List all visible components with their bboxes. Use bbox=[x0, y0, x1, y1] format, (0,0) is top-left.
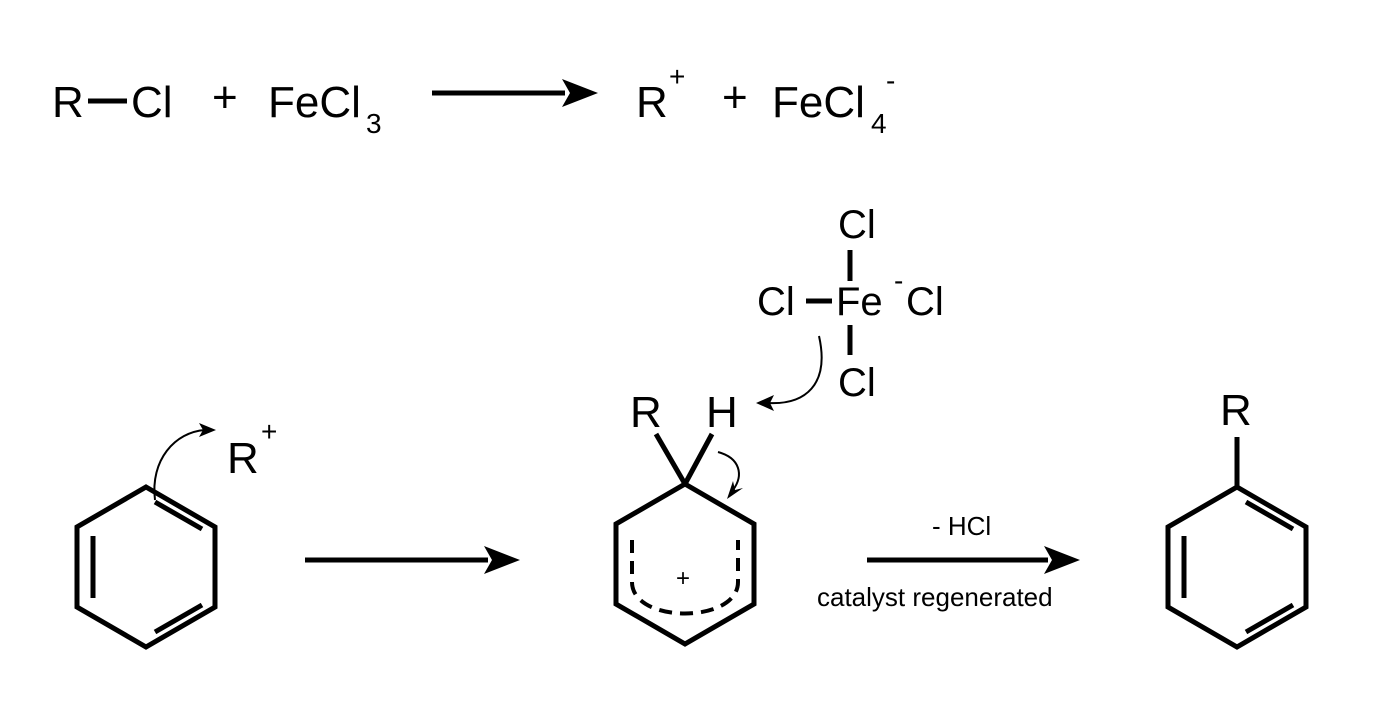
arenium-charge: + bbox=[676, 565, 690, 592]
arenium-r-label: R bbox=[630, 388, 662, 437]
fecl4-charge: - bbox=[886, 65, 895, 96]
benzene-2-double-lower bbox=[1244, 602, 1295, 635]
arenium-ring bbox=[613, 481, 757, 647]
complex-cl-bottom: Cl bbox=[838, 361, 876, 405]
complex-cl-right: Cl bbox=[906, 280, 944, 324]
curved-arrow-ch-to-ring-head bbox=[727, 481, 743, 499]
product-arene: R bbox=[1165, 386, 1309, 650]
fecl3-label: FeCl bbox=[268, 78, 361, 127]
arenium-c-h-bond bbox=[682, 432, 715, 486]
fecl4-subscript: 4 bbox=[871, 108, 887, 139]
step3-label-below: catalyst regenerated bbox=[817, 582, 1053, 612]
fecl4-complex: Cl Cl Fe - Cl Cl bbox=[756, 203, 944, 411]
complex-cl-top: Cl bbox=[838, 203, 876, 247]
electrophile-r-charge: + bbox=[261, 416, 277, 447]
benzene-1-double-lower bbox=[153, 602, 204, 635]
arenium-h-label: H bbox=[706, 388, 738, 437]
curved-arrow-pi-to-r bbox=[153, 429, 206, 501]
curved-arrow-cl-to-h-head bbox=[756, 395, 774, 411]
fecl4-label: FeCl bbox=[772, 78, 865, 127]
curved-arrow-cl-to-h bbox=[767, 335, 823, 405]
benzene-1-double-upper bbox=[153, 499, 204, 532]
arenium-intermediate: + R H bbox=[613, 388, 757, 647]
complex-fe-charge: - bbox=[894, 265, 903, 296]
benzene-2-double-upper bbox=[1244, 499, 1295, 532]
deprotonation-step: - HCl catalyst regenerated bbox=[817, 511, 1080, 612]
reaction-arrow-1-head bbox=[562, 79, 598, 107]
benzene-ring-2 bbox=[1165, 484, 1309, 650]
plus-sign-1: + bbox=[212, 73, 238, 122]
arenium-c-r-bond bbox=[653, 432, 688, 486]
product-r-label: R bbox=[636, 78, 668, 127]
reaction-arrow-2-head bbox=[484, 546, 520, 574]
complex-cl-left: Cl bbox=[757, 280, 795, 324]
complex-fe: Fe bbox=[836, 280, 883, 324]
benzene-attack: R + bbox=[74, 416, 520, 650]
electrophile-r-label: R bbox=[227, 434, 259, 483]
fecl3-subscript: 3 bbox=[366, 108, 382, 139]
equation-activation: R Cl + FeCl 3 R + + FeCl 4 - bbox=[52, 61, 895, 139]
step3-label-above: - HCl bbox=[932, 511, 991, 541]
reactant-cl-label: Cl bbox=[131, 78, 173, 127]
curved-arrow-pi-to-r-head bbox=[199, 423, 216, 437]
product-r-substituent: R bbox=[1220, 386, 1252, 435]
reactant-r-label: R bbox=[52, 78, 84, 127]
benzene-ring-1 bbox=[74, 484, 218, 650]
curved-arrow-ch-to-ring bbox=[717, 451, 740, 491]
plus-sign-2: + bbox=[722, 73, 748, 122]
reaction-arrow-3-head bbox=[1044, 546, 1080, 574]
product-r-charge: + bbox=[669, 61, 685, 92]
arenium-delocalized-charge bbox=[630, 540, 740, 616]
